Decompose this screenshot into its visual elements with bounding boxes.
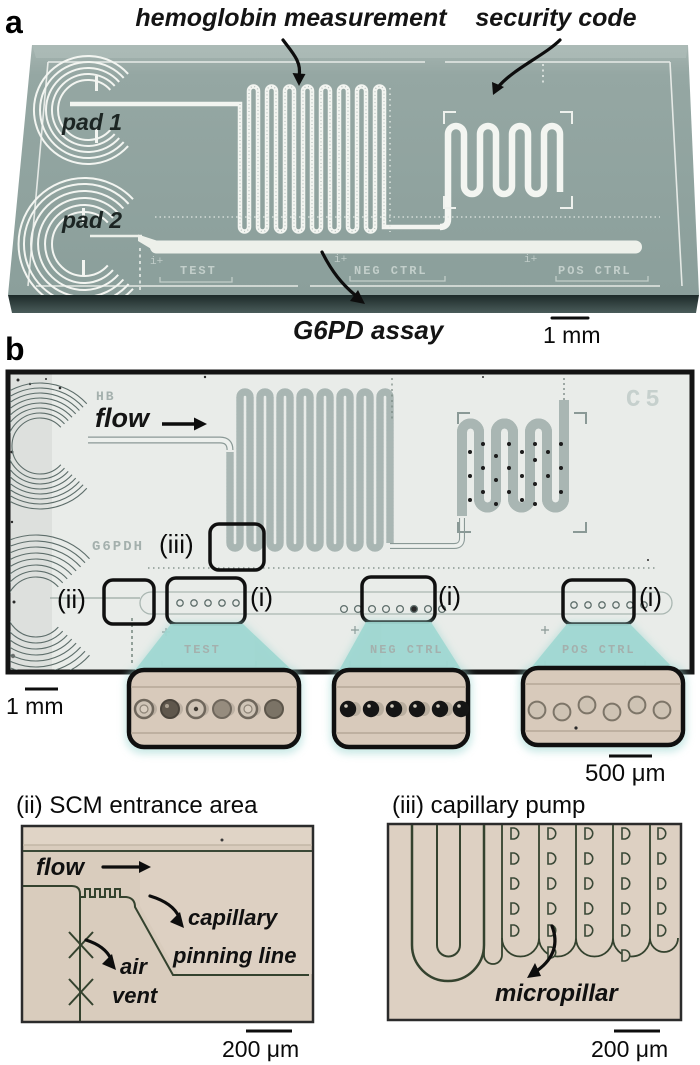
pad1-spiral [33, 55, 129, 165]
callout-ii: (ii) [57, 584, 86, 614]
scale-text-200um-right: 200 μm [591, 1036, 669, 1062]
capillary-pinning-line [80, 888, 309, 976]
callout-i-neg: (i) [438, 581, 462, 611]
etched-hb: HB [96, 389, 116, 404]
scm-arrows [84, 861, 184, 970]
iplus-test-a: i+ [150, 256, 164, 268]
micropillar-arrow [527, 924, 557, 978]
pad2-spiral [17, 177, 134, 295]
label-vent: vent [112, 983, 158, 1008]
label-pad1: pad 1 [62, 109, 123, 135]
air-vent-1 [68, 931, 94, 959]
g6pd-assay-channel [90, 234, 642, 290]
scm-structure [23, 885, 309, 1021]
label-g6pd-assay: G6PD assay [293, 315, 444, 345]
panel-a-letter: a [5, 4, 23, 40]
scale-text-500um: 500 μm [585, 760, 666, 787]
security-arrow [497, 38, 562, 88]
hemoglobin-arrow [281, 38, 302, 78]
label-air: air [120, 954, 147, 979]
label-capillary: capillary [188, 905, 278, 930]
photo-inlet-channel [88, 436, 234, 451]
air-vent-2 [68, 978, 94, 1006]
etched-test-a: TEST [180, 264, 217, 278]
callout-i-test: (i) [250, 582, 274, 612]
label-flow-b: flow [95, 403, 149, 433]
label-security-code: security code [475, 4, 637, 32]
label-flow-ii: flow [36, 854, 84, 881]
heading-capillary-pump: (iii) capillary pump [392, 792, 586, 819]
scale-text-200um-left: 200 μm [222, 1036, 300, 1062]
photo-security-serpentine [457, 378, 587, 533]
label-pad2: pad 2 [62, 207, 123, 233]
etched-c5: C5 [626, 387, 665, 414]
neg-spots [339, 700, 470, 718]
callout-i-pos: (i) [639, 582, 663, 612]
heading-scm-entrance: (ii) SCM entrance area [16, 792, 258, 819]
g6pd-arrow [320, 250, 357, 297]
inset-pos-ctrl [520, 665, 686, 748]
security-code-dots [468, 442, 563, 506]
etched-g6pdh: G6PDH [92, 539, 145, 555]
label-hemoglobin-measurement: hemoglobin measurement [135, 4, 447, 32]
photo-hb-serpentine [226, 378, 465, 548]
rect-iii [208, 522, 266, 572]
panel-b-photo [5, 369, 695, 691]
rect-ii [102, 578, 156, 626]
security-code-serpentine [439, 64, 573, 231]
flow-arrow-b [162, 417, 207, 431]
pos-spots [527, 695, 672, 722]
iplus-pos-a: i+ [524, 254, 538, 266]
test-spots [133, 698, 284, 720]
etched-test-b: TEST [184, 643, 221, 657]
etched-neg-a: NEG CTRL [354, 264, 428, 278]
micrograph-capillary-pump [386, 822, 683, 1033]
etched-neg-b: NEG CTRL [370, 643, 444, 657]
etched-pos-b: POS CTRL [562, 643, 636, 657]
label-pinning-line: pinning line [173, 943, 297, 968]
scale-text-b: 1 mm [6, 693, 64, 719]
inset-test [126, 667, 302, 750]
hemoglobin-serpentine [70, 84, 440, 234]
panel-b-letter: b [5, 331, 25, 367]
panel-a-arrows [281, 38, 590, 320]
photo-pad-spirals [10, 382, 90, 670]
scale-text-a: 1 mm [543, 322, 601, 348]
inset-neg-ctrl [331, 667, 471, 750]
pump-channels [410, 825, 679, 983]
callout-iii: (iii) [159, 529, 194, 559]
etched-pos-a: POS CTRL [558, 264, 632, 278]
panel-a-chip-render [8, 45, 699, 313]
micrograph-scm-entrance [20, 824, 315, 1033]
iplus-neg-a: i+ [334, 254, 348, 266]
label-micropillar: micropillar [495, 980, 618, 1007]
